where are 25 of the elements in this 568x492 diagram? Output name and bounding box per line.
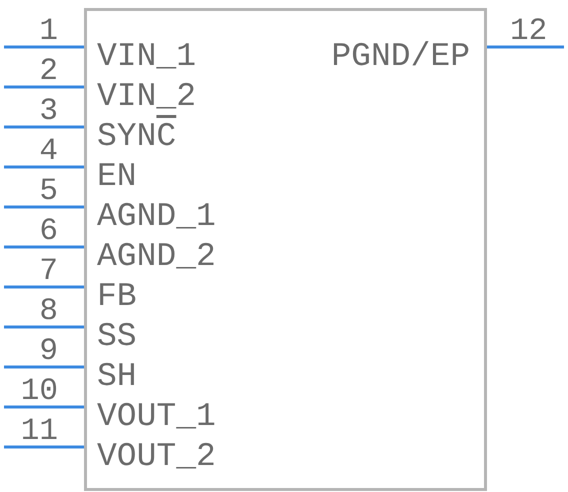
pin-number: 10 <box>20 376 58 407</box>
pin-number: 7 <box>39 256 58 287</box>
pin-number: 2 <box>39 56 58 87</box>
pin-name: AGND_1 <box>97 200 216 233</box>
pin-number: 3 <box>39 96 58 127</box>
pin-name: PGND/EP <box>331 40 470 73</box>
pin-number: 9 <box>39 336 58 367</box>
pin-number: 11 <box>20 416 58 447</box>
pin-number: 6 <box>39 216 58 247</box>
pin-name: AGND_2 <box>97 240 216 273</box>
pin-number: 4 <box>39 136 58 167</box>
pin-name: VOUT_1 <box>97 400 216 433</box>
pin-number: 12 <box>510 16 548 47</box>
pin-name: VIN_2 <box>97 80 196 113</box>
pin-name: FB <box>97 280 137 313</box>
pin-number: 8 <box>39 296 58 327</box>
pin-number: 1 <box>39 16 58 47</box>
pin-name: VIN_1 <box>97 40 196 73</box>
pin-name: EN <box>97 160 137 193</box>
pin-number: 5 <box>39 176 58 207</box>
pin-name: SS <box>97 320 137 353</box>
pin-name: SH <box>97 360 137 393</box>
pin-name: VOUT_2 <box>97 440 216 473</box>
pin-name: SYNC <box>97 120 176 153</box>
ic-body <box>84 8 487 491</box>
